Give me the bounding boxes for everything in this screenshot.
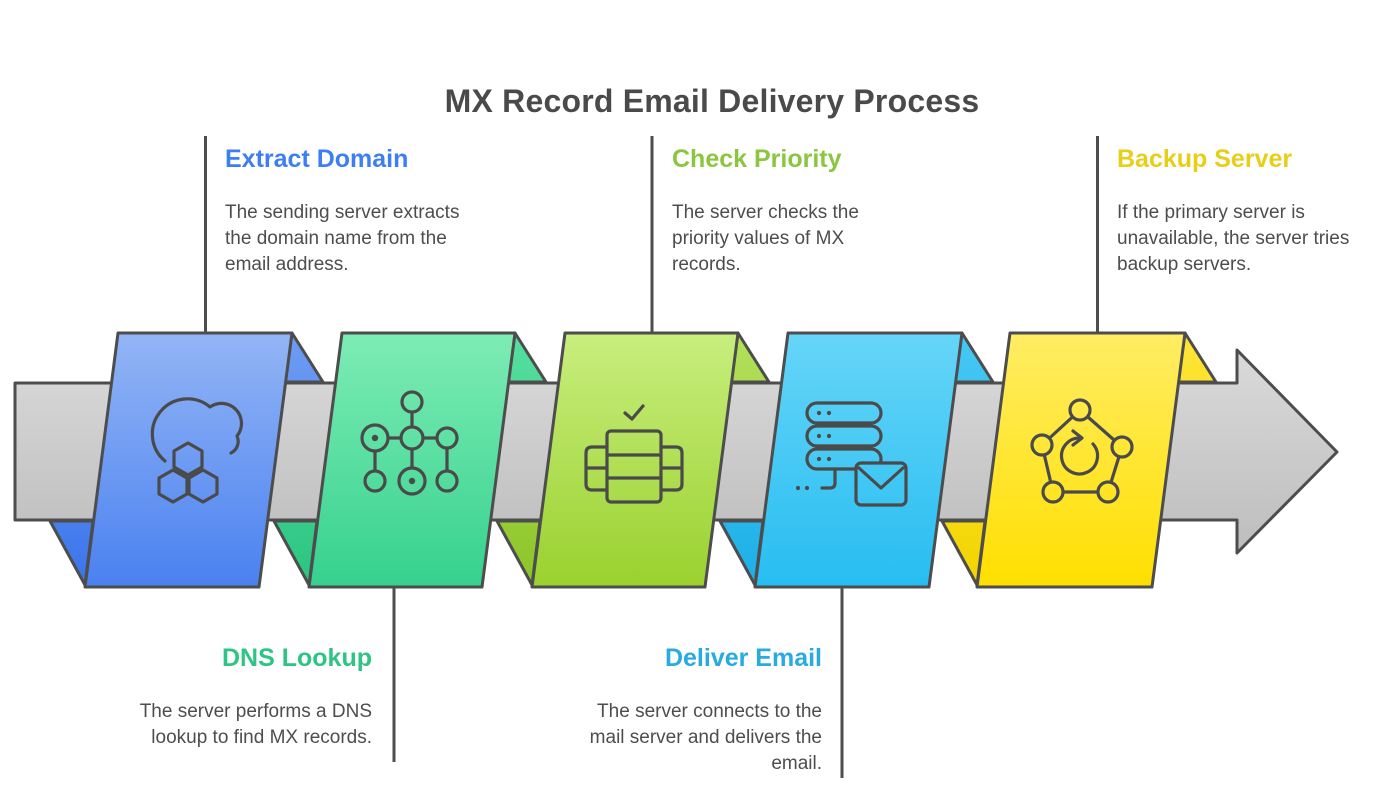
step-heading: Backup Server: [1117, 145, 1293, 173]
step-label-backup-server: Backup Server If the primary server is u…: [1117, 144, 1400, 278]
pentagon-refresh-icon: [1030, 398, 1134, 504]
page-title: MX Record Email Delivery Process: [444, 83, 980, 120]
ribbon-folds: [48, 331, 1218, 587]
step-label-check-priority: Check Priority The server checks the pri…: [672, 144, 972, 278]
step-description: If the primary server is unavailable, th…: [1117, 202, 1350, 275]
step-heading: DNS Lookup: [222, 644, 372, 672]
step-label-dns-lookup: DNS Lookup The server performs a DNS loo…: [72, 643, 372, 751]
step-description: The server performs a DNS lookup to find…: [139, 701, 372, 748]
step-description: The sending server extracts the domain n…: [225, 202, 460, 275]
step-description: The server connects to the mail server a…: [589, 701, 822, 774]
step-label-extract-domain: Extract Domain The sending server extrac…: [225, 144, 525, 278]
step-heading: Extract Domain: [225, 145, 409, 173]
step-description: The server checks the priority values of…: [672, 202, 859, 275]
server-checklist-icon: [584, 404, 684, 504]
server-envelope-icon: [795, 401, 908, 507]
step-heading: Check Priority: [672, 145, 842, 173]
network-nodes-icon: [360, 390, 459, 496]
step-heading: Deliver Email: [664, 644, 822, 672]
step-label-deliver-email: Deliver Email The server connects to the…: [522, 643, 822, 777]
connector-lines: [204, 136, 1099, 778]
ribbon-backup-server: [975, 331, 1187, 589]
cloud-hexagons-icon: [150, 397, 244, 504]
